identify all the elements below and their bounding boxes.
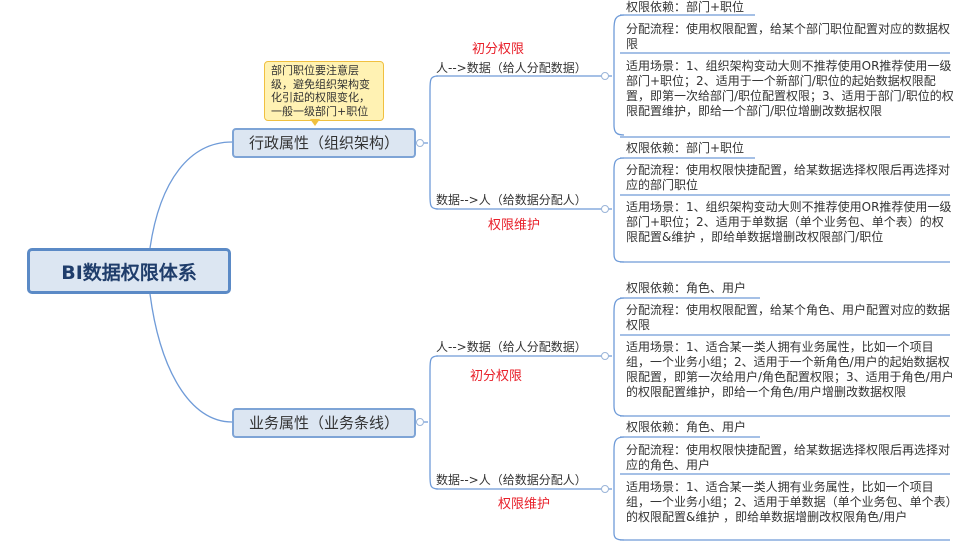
leaf-scenario[interactable]: 适用场景：1、组织架构变动大则不推荐使用OR推荐使用一级部门+职位；2、适用于一… — [626, 59, 954, 118]
root-node[interactable]: BI数据权限体系 — [27, 248, 231, 294]
note-callout-pointer — [310, 119, 320, 126]
sub-node-person-to-data[interactable]: 人-->数据（给人分配数据） — [436, 340, 587, 354]
leaf-scenario[interactable]: 适用场景：1、适合某一类人拥有业务属性，比如一个项目组，一个业务小组；2、适用于… — [626, 340, 954, 399]
note-text: 部门职位要注意层级，避免组织架构变化引起的权限变化，一般一级部门+职位 — [271, 64, 370, 118]
branch-label: 业务属性（业务条线） — [248, 414, 399, 432]
tag-initial-permission: 初分权限 — [472, 42, 525, 57]
sub-node-person-to-data[interactable]: 人-->数据（给人分配数据） — [436, 61, 587, 75]
connector-leaves — [608, 14, 625, 136]
root-label: BI数据权限体系 — [61, 261, 197, 284]
leaf-scenario[interactable]: 适用场景：1、组织架构变动大则不推荐使用OR推荐使用一级部门+职位；2、适用于单… — [626, 200, 952, 244]
leaf-process[interactable]: 分配流程：使用权限快捷配置，给某数据选择权限后再选择对应的部门职位 — [626, 163, 951, 192]
sub-underlines — [436, 355, 602, 490]
connector-branch1-subs — [424, 75, 439, 210]
leaf-underlines — [620, 297, 950, 417]
leaf-dependency[interactable]: 权限依赖：部门+职位 — [626, 0, 745, 14]
leaf-underlines — [620, 14, 950, 138]
leaf-dependency[interactable]: 权限依赖：部门+职位 — [626, 141, 745, 155]
branch-label: 行政属性（组织架构） — [248, 134, 399, 152]
connector-branch2-subs — [424, 355, 439, 490]
leaf-process[interactable]: 分配流程：使用权限配置，给某个角色、用户配置对应的数据权限 — [626, 303, 951, 332]
sub-underlines — [436, 75, 602, 210]
collapse-toggle-icon[interactable] — [601, 205, 609, 213]
leaf-underlines — [620, 436, 950, 541]
branch-node-admin[interactable]: 行政属性（组织架构） — [232, 128, 416, 158]
leaf-dependency[interactable]: 权限依赖：角色、用户 — [626, 281, 747, 295]
branch-node-business[interactable]: 业务属性（业务条线） — [232, 408, 416, 438]
sub-node-data-to-person[interactable]: 数据-->人（给数据分配人） — [436, 193, 587, 207]
connector-leaves — [608, 436, 625, 541]
collapse-toggle-icon[interactable] — [601, 485, 609, 493]
collapse-toggle-icon[interactable] — [416, 139, 424, 147]
collapse-toggle-icon[interactable] — [416, 418, 424, 426]
tag-permission-maintenance: 权限维护 — [488, 218, 541, 233]
note-callout: 部门职位要注意层级，避免组织架构变化引起的权限变化，一般一级部门+职位 — [264, 61, 384, 121]
collapse-toggle-icon[interactable] — [601, 72, 609, 80]
leaf-underlines — [620, 157, 950, 263]
sub-node-data-to-person[interactable]: 数据-->人（给数据分配人） — [436, 473, 587, 487]
tag-permission-maintenance: 权限维护 — [498, 497, 551, 512]
leaf-scenario[interactable]: 适用场景：1、适合某一类人拥有业务属性，比如一个项目组，一个业务小组；2、适用于… — [626, 480, 952, 524]
connector-root-branch2 — [149, 293, 233, 423]
leaf-process[interactable]: 分配流程：使用权限快捷配置，给某数据选择权限后再选择对应的角色、用户 — [626, 443, 951, 472]
connector-root-branch1 — [149, 141, 233, 249]
collapse-toggle-icon[interactable] — [601, 352, 609, 360]
leaf-process[interactable]: 分配流程：使用权限配置，给某个部门职位配置对应的数据权限 — [626, 22, 951, 51]
connector-leaves — [608, 297, 625, 417]
connector-leaves — [608, 157, 625, 263]
leaf-dependency[interactable]: 权限依赖：角色、用户 — [626, 420, 747, 434]
tag-initial-permission: 初分权限 — [470, 369, 523, 384]
